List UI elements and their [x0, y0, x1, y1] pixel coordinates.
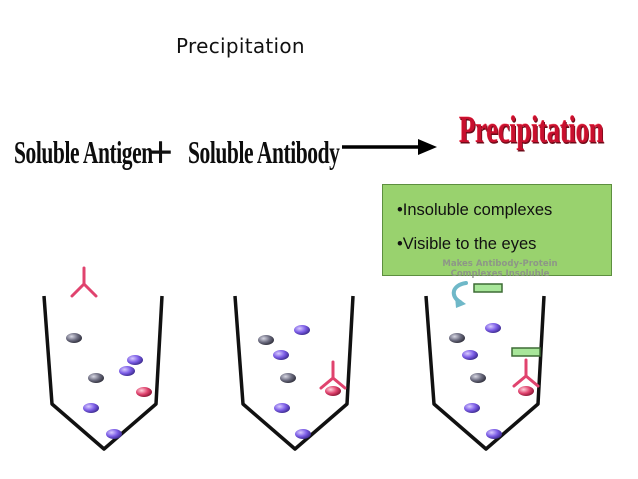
beaker-1: [42, 295, 164, 451]
reaction-arrow-icon: [342, 139, 437, 155]
antigen-molecule: [127, 355, 143, 365]
antigen-molecule: [106, 429, 122, 439]
antigen-molecule: [280, 373, 296, 383]
antigen-molecule: [119, 366, 135, 376]
slide-title: Precipitation: [176, 34, 305, 58]
antigen-molecule: [274, 403, 290, 413]
antigen-molecule: [518, 386, 534, 396]
reagent-rect-icon: [473, 283, 503, 293]
antigen-molecule: [462, 350, 478, 360]
antigen-molecule: [464, 403, 480, 413]
antigen-molecule: [258, 335, 274, 345]
antigen-molecule: [486, 429, 502, 439]
callout-item-visible: •Visible to the eyes: [397, 235, 537, 253]
precipitation-result-title: Precipitation: [459, 110, 604, 152]
reagent-rect-icon: [511, 347, 541, 357]
callout-item-insoluble: •Insoluble complexes: [397, 201, 553, 219]
antigen-molecule: [325, 386, 341, 396]
faint-annotation-line-1: Makes Antibody-Protein: [442, 259, 558, 269]
antigen-molecule: [136, 387, 152, 397]
bound-antibody-icon: [512, 358, 540, 388]
beaker-2: [233, 295, 355, 451]
callout-box: •Insoluble complexes •Visible to the eye…: [382, 184, 612, 276]
antigen-molecule: [449, 333, 465, 343]
antigen-molecule: [83, 403, 99, 413]
antigen-molecule: [66, 333, 82, 343]
plus-sign: +: [148, 126, 174, 179]
soluble-antigen-label: Soluble Antigen: [14, 136, 153, 171]
antigen-molecule: [294, 325, 310, 335]
antigen-molecule: [485, 323, 501, 333]
bound-antibody-icon: [319, 360, 347, 390]
reagent-arrow-icon: [451, 281, 468, 308]
soluble-antibody-label: Soluble Antibody: [188, 136, 340, 171]
free-antibody-icon: [70, 266, 98, 298]
antigen-molecule: [295, 429, 311, 439]
antigen-molecule: [273, 350, 289, 360]
faint-annotation-line-2: Complexes Insoluble: [450, 269, 550, 279]
beaker-3: [424, 295, 546, 451]
antigen-molecule: [470, 373, 486, 383]
antigen-molecule: [88, 373, 104, 383]
